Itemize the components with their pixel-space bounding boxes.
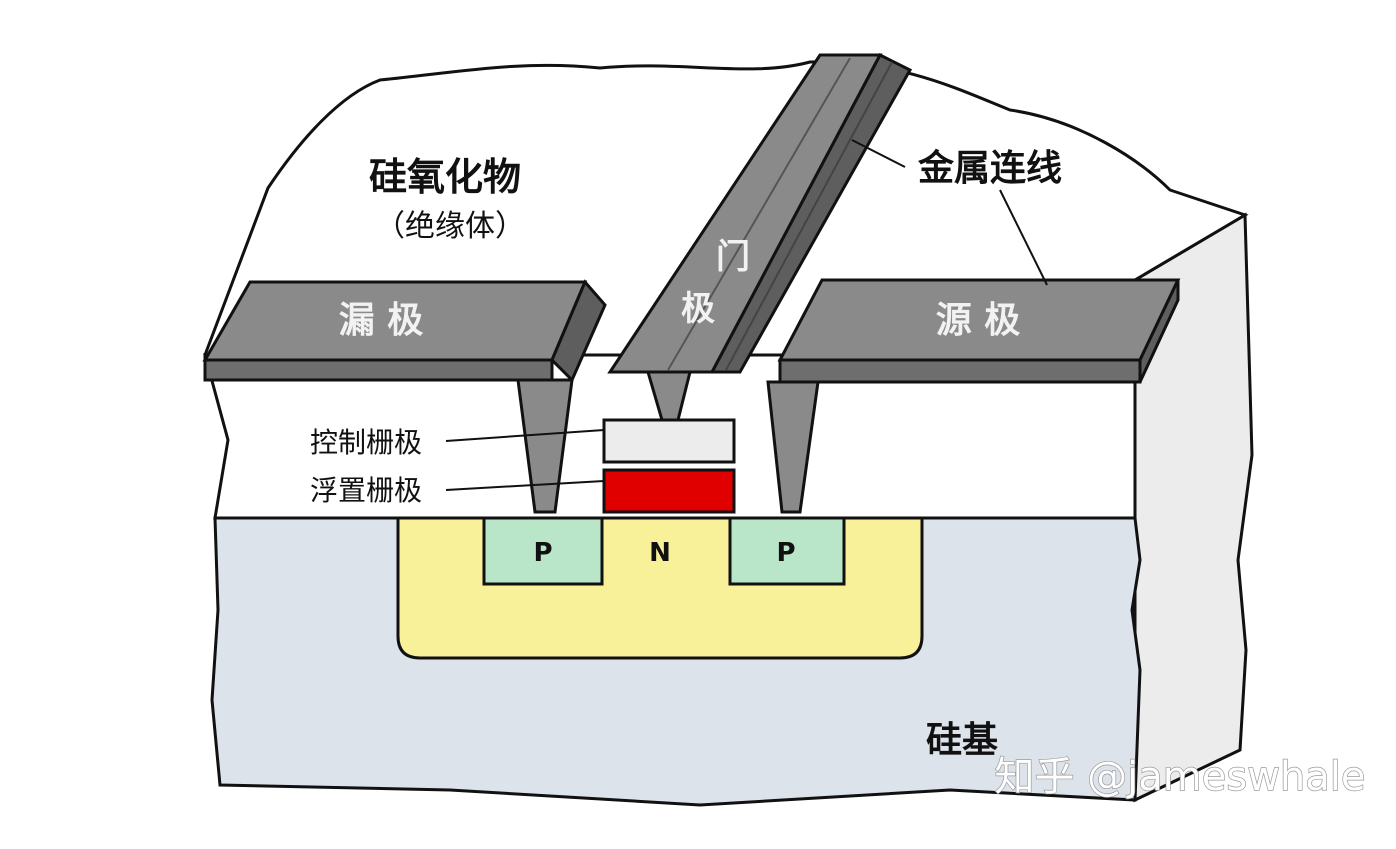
control-gate-label: 控制栅极 <box>310 426 422 459</box>
drain-label: 漏 极 <box>339 300 424 341</box>
gate-metal-top <box>607 53 883 374</box>
floating-gate-leader <box>445 480 605 491</box>
oxide-sub-label: （绝缘体） <box>375 209 525 244</box>
source-via <box>766 380 820 514</box>
drain-via <box>516 378 574 514</box>
n-region-label: N <box>649 538 671 568</box>
floating-gate-block <box>602 468 736 514</box>
metal-line-leader-2 <box>999 189 1048 286</box>
gate-label-2: 极 <box>681 289 715 329</box>
floating-gate-label: 浮置栅极 <box>310 474 422 507</box>
p-region-right <box>728 516 846 586</box>
source-label: 源 极 <box>936 300 1021 341</box>
gate-metal-ridge-2 <box>725 61 893 371</box>
metal-line-label: 金属连线 <box>917 147 1062 189</box>
oxide-label: 硅氧化物 <box>369 155 521 199</box>
control-gate-block <box>602 418 736 464</box>
substrate-label: 硅基 <box>926 720 998 761</box>
control-gate-leader <box>445 429 605 442</box>
metal-line-leader-1 <box>851 139 906 168</box>
gate-label-1: 门 <box>716 237 750 277</box>
gate-metal-ridge <box>667 57 851 371</box>
p-region-left <box>482 516 604 586</box>
p-left-label: P <box>533 538 552 568</box>
watermark-text: 知乎 @jameswhale <box>994 754 1365 800</box>
p-right-label: P <box>776 538 795 568</box>
drain-metal-front <box>203 358 554 382</box>
source-metal-front <box>778 358 1142 384</box>
